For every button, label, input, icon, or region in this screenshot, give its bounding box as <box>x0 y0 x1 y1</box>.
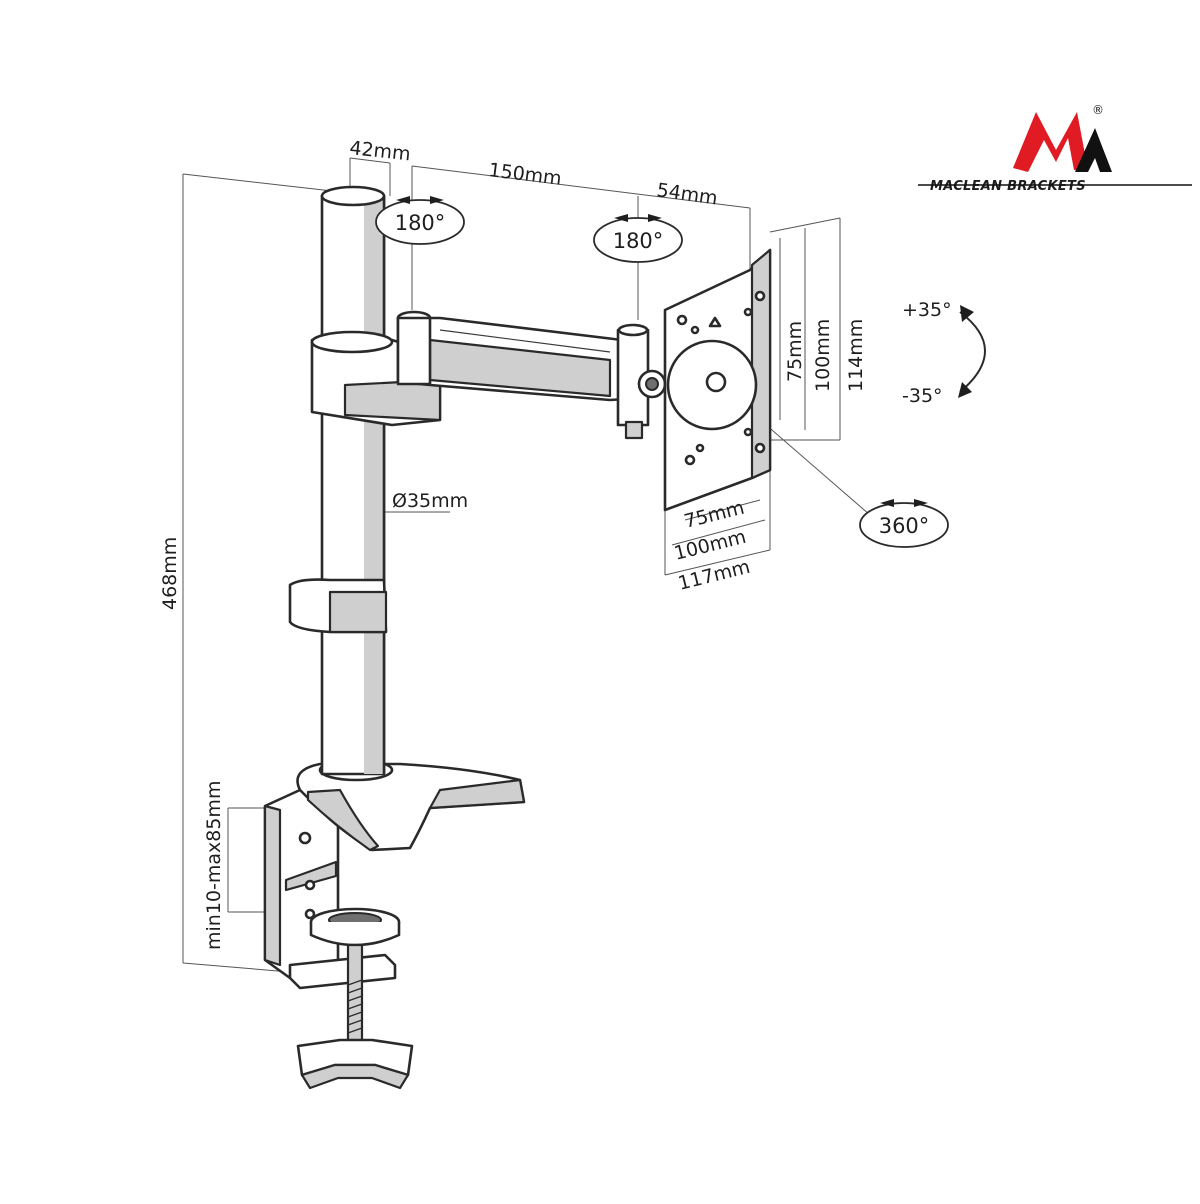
arm-swivel-badge: 180° <box>375 196 465 245</box>
brand-logo: ® MACLEAN BRACKETS <box>918 103 1192 194</box>
logo-wordmark: MACLEAN BRACKETS <box>930 179 1086 194</box>
plate-height-label: 114mm <box>845 319 867 392</box>
desk-clamp <box>263 788 414 1090</box>
plate-rotation-label: 360° <box>879 514 930 538</box>
vesa-plate <box>663 248 772 512</box>
plate-offset-label: 54mm <box>655 179 719 209</box>
logo-m-letter <box>1013 112 1088 172</box>
tilt-up-label: +35° <box>902 299 952 321</box>
tilt-indicator: +35° -35° <box>902 299 986 407</box>
swing-arm <box>396 310 667 440</box>
logo-registered-mark: ® <box>1092 103 1104 117</box>
pole <box>288 185 442 776</box>
arm-length-label: 150mm <box>487 159 562 190</box>
vesa-height-small-label: 75mm <box>784 321 806 382</box>
pole-width-label: 42mm <box>348 137 411 165</box>
head-swivel-label: 180° <box>613 229 664 253</box>
clamp-range-label: min10-max85mm <box>203 781 225 950</box>
arm-swivel-label: 180° <box>395 211 446 235</box>
plate-rotation-badge: 360° <box>859 499 949 548</box>
tilt-down-label: -35° <box>902 385 943 407</box>
pole-diameter-label: Ø35mm <box>392 490 468 512</box>
head-swivel-badge: 180° <box>593 214 683 263</box>
logo-a-letter <box>1075 128 1112 172</box>
vesa-height-large-label: 100mm <box>812 319 834 392</box>
total-height-label: 468mm <box>159 537 181 610</box>
